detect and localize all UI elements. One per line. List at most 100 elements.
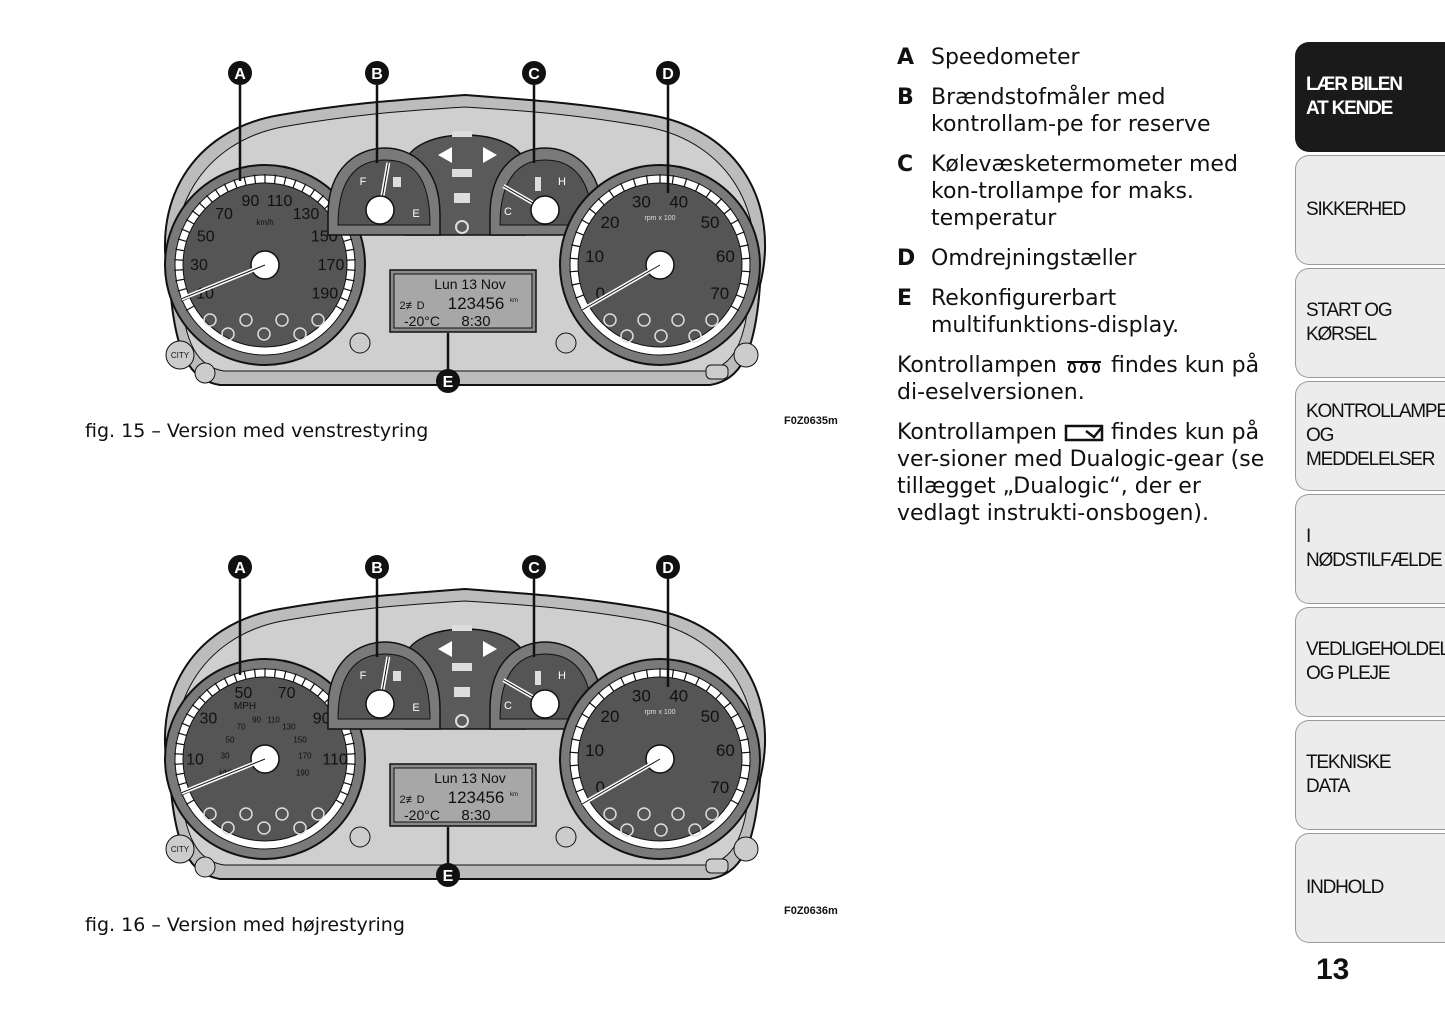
gauge-tick <box>741 764 751 767</box>
gear-icon <box>671 313 685 327</box>
gauge-tick <box>741 257 751 260</box>
legend-item: E Rekonfigurerbart multifunktions-displa… <box>897 285 1275 339</box>
steering-icon <box>275 807 289 821</box>
gauge-tick <box>695 182 701 192</box>
tachometer-needle <box>581 264 661 311</box>
tab-label: SIKKERHED <box>1306 199 1406 220</box>
figure-16-caption: fig. 16 – Version med højrestyring <box>85 914 405 936</box>
instrument-cluster-svg: 1030507090110MPH103050709011013015017019… <box>163 555 767 887</box>
gauge-tick <box>575 788 584 793</box>
tachometer-number: 10 <box>585 247 604 266</box>
coolant-icon <box>535 671 541 685</box>
gauge-tick <box>739 244 749 248</box>
dualogic-gear-icon <box>1064 424 1104 442</box>
rear-defrost-icon <box>705 858 729 874</box>
gauge-tick <box>177 238 187 243</box>
gauge-tick <box>730 799 740 806</box>
tab-tekniske-data[interactable]: TEKNISKE DATA <box>1295 720 1445 830</box>
warning-triangle-icon <box>239 313 253 327</box>
tachometer-number: 70 <box>710 284 729 303</box>
gauge-tick <box>705 683 712 692</box>
tab-laer-bilen-at-kende[interactable]: LÆR BILEN AT KENDE <box>1295 42 1445 152</box>
gauge-tick <box>191 210 200 217</box>
speedometer-number: 70 <box>215 206 233 223</box>
gauge-tick <box>273 668 277 678</box>
gauge-tick <box>346 269 356 271</box>
battery-icon <box>603 807 617 821</box>
airbag-icon <box>257 821 271 835</box>
tab-i-nodstilfaelde[interactable]: I NØDSTILFÆLDE <box>1295 494 1445 604</box>
gauge-tick <box>683 671 688 681</box>
tab-start-og-korsel[interactable]: START OG KØRSEL <box>1295 268 1445 378</box>
gauge-tick <box>619 676 625 686</box>
gauge-tick <box>191 704 200 711</box>
tab-sikkerhed[interactable]: SIKKERHED <box>1295 155 1445 265</box>
tachometer-number: 60 <box>716 247 735 266</box>
gauge-tick <box>309 188 316 197</box>
callout-badge <box>365 61 389 85</box>
rear-defrost-icon <box>705 364 729 380</box>
legend-item: A Speedometer <box>897 44 1275 71</box>
door-icon <box>293 821 307 835</box>
gauge-tick <box>301 183 307 192</box>
speedometer-number: 90 <box>242 193 260 210</box>
gauge-tick <box>571 738 581 742</box>
gauge-tick <box>580 712 590 719</box>
abs-icon <box>203 313 217 327</box>
callout-badge <box>228 61 252 85</box>
esp-icon <box>311 313 325 327</box>
speedometer-needle <box>181 264 266 300</box>
chapter-tabs: LÆR BILEN AT KENDE SIKKERHED START OG KØ… <box>1295 42 1445 946</box>
tab-vedligeholdelse[interactable]: VEDLIGEHOLDELSE OG PLEJE <box>1295 607 1445 717</box>
legend-letter: A <box>897 45 915 70</box>
gauge-tick <box>730 712 740 719</box>
tachometer-number: 50 <box>701 213 720 232</box>
fuel-empty-label: E <box>412 702 419 714</box>
tab-indhold[interactable]: INDHOLD <box>1295 833 1445 943</box>
gauge-tick <box>177 781 187 786</box>
legend-text: Brændstofmåler med kontrollam-pe for res… <box>931 85 1211 137</box>
legend-text: Speedometer <box>931 45 1080 70</box>
gauge-tick <box>736 725 745 730</box>
speedometer-unit: MPH <box>234 701 256 712</box>
gauge-tick <box>253 174 257 184</box>
gauge-tick <box>736 294 745 299</box>
note-text: Kontrollampen <box>897 353 1057 378</box>
brightness-icon <box>455 220 469 234</box>
steering-icon <box>275 313 289 327</box>
gauge-tick <box>346 763 356 765</box>
gauge-tick <box>619 182 625 192</box>
gauge-tick <box>346 753 356 755</box>
speedometer-number: 50 <box>197 229 215 246</box>
gauge-tick <box>214 682 221 691</box>
gauge-tick <box>741 751 751 754</box>
speedometer-needle <box>181 758 266 794</box>
display-odometer-unit: km <box>510 792 518 798</box>
gauge-tick <box>233 673 238 683</box>
tab-label: TEKNISKE DATA <box>1306 752 1392 797</box>
airbag-icon <box>257 327 271 341</box>
legend-letter: D <box>897 246 916 271</box>
gauge-tick <box>174 259 184 261</box>
display-screen <box>393 767 533 823</box>
gauge-tick <box>185 218 195 225</box>
brake-icon <box>221 821 235 835</box>
gauge-tick <box>736 788 745 793</box>
tachometer-number: 60 <box>716 741 735 760</box>
gauge-tick <box>283 670 287 680</box>
tab-kontrollamper[interactable]: KONTROLLAMPER OG MEDDELELSER <box>1295 381 1445 491</box>
city-button <box>165 340 195 370</box>
gauge-tick <box>715 197 723 206</box>
gauge-tick <box>736 231 745 236</box>
gauge-tick <box>198 696 206 704</box>
arrow-right-icon <box>483 641 497 657</box>
arrow-left-icon <box>438 147 452 163</box>
speedometer-inner-number: 30 <box>221 752 230 761</box>
figure-15-code: F0Z0635m <box>784 415 838 427</box>
tab-label: LÆR BILEN AT KENDE <box>1306 74 1403 119</box>
fuel-gauge: FE <box>327 147 441 236</box>
seatbelt-button-icon <box>733 836 759 862</box>
gauge-tick <box>730 305 740 312</box>
fuel-full-label: F <box>360 670 367 682</box>
